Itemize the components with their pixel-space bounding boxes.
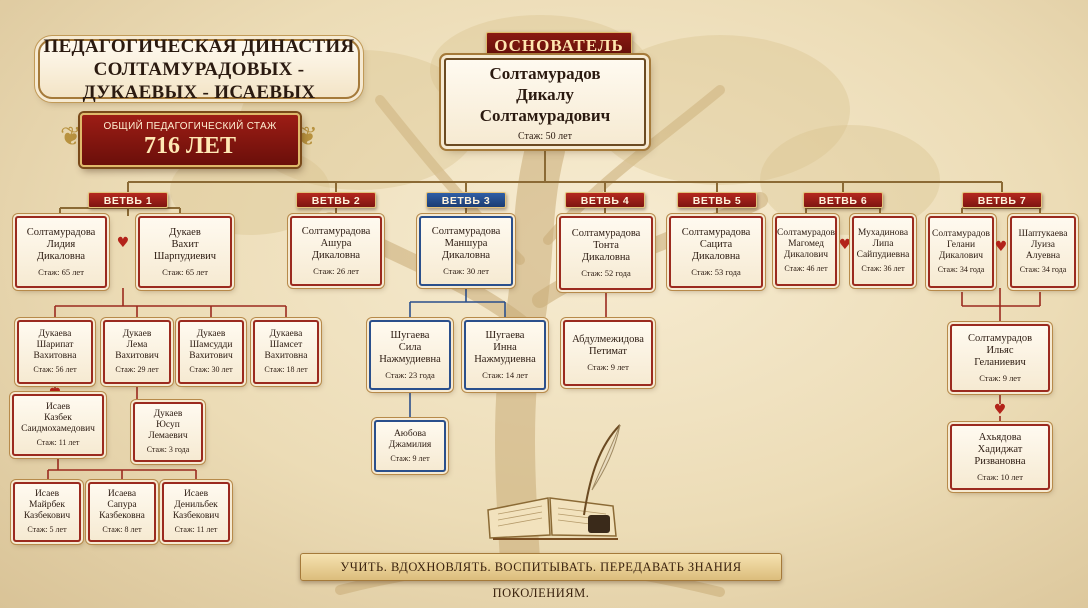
person-card: Солтамурадов Гелани Дикалович Стаж: 34 г… (928, 216, 994, 288)
person-card: Дукаев Шамсудди Вахитович Стаж: 30 лет (178, 320, 244, 384)
total-stazh-badge: ОБЩИЙ ПЕДАГОГИЧЕСКИЙ СТАЖ 716 ЛЕТ (80, 113, 300, 167)
person-card: Исаев Денильбек Казбекович Стаж: 11 лет (162, 482, 230, 542)
branch-label-1: ВЕТВЬ 1 (88, 192, 168, 208)
dynasty-title: ПЕДАГОГИЧЕСКАЯ ДИНАСТИЯ СОЛТАМУРАДОВЫХ -… (38, 36, 360, 103)
laurel-left-icon: ❦ (60, 122, 82, 152)
person-card: Абдулмежидова Петимат Стаж: 9 лет (563, 320, 653, 386)
person-card: Дукаева Шарипат Вахитовна Стаж: 56 лет (17, 320, 93, 384)
person-card: Солтамурадова Лидия Дикаловна Стаж: 65 л… (15, 216, 107, 288)
heart-icon: ♥ (994, 239, 1008, 255)
person-card: Исаева Сапура Казбековна Стаж: 8 лет (88, 482, 156, 542)
heart-icon: ♥ (838, 237, 852, 253)
heart-icon: ♥ (116, 235, 130, 251)
founder-node: Солтамурадов Дикалу Солтамурадович Стаж:… (444, 58, 646, 146)
person-card: Исаев Казбек Саидмохамедович Стаж: 11 ле… (12, 394, 104, 456)
branch-label-4: ВЕТВЬ 4 (565, 192, 645, 208)
person-card: Солтамурадова Тонта Дикаловна Стаж: 52 г… (559, 216, 653, 290)
heart-icon: ♥ (993, 402, 1007, 418)
person-card: Солтамурадова Сацита Дикаловна Стаж: 53 … (669, 216, 763, 288)
person-card: Ахьядова Хадиджат Ризвановна Стаж: 10 ле… (950, 424, 1050, 490)
quill-icon (583, 424, 621, 533)
person-card: Дукаев Лема Вахитович Стаж: 29 лет (103, 320, 171, 384)
person-card: Шугаева Инна Нажмудиевна Стаж: 14 лет (464, 320, 546, 390)
motto-banner: УЧИТЬ. ВДОХНОВЛЯТЬ. ВОСПИТЫВАТЬ. ПЕРЕДАВ… (300, 553, 782, 600)
branch-label-6: ВЕТВЬ 6 (803, 192, 883, 208)
person-card: Дукаев Вахит Шарпудиевич Стаж: 65 лет (138, 216, 232, 288)
founder-stazh: Стаж: 50 лет (518, 130, 572, 142)
founder-name-1: Солтамурадов (489, 63, 601, 83)
branch-label-5: ВЕТВЬ 5 (677, 192, 757, 208)
person-card: Дукаев Юсуп Лемаевич Стаж: 3 года (133, 402, 203, 462)
person-card: Шаптукаева Луиза Алуевна Стаж: 34 года (1010, 216, 1076, 288)
branch-label-2: ВЕТВЬ 2 (296, 192, 376, 208)
person-card: Солтамурадова Маншура Дикаловна Стаж: 30… (419, 216, 513, 286)
branch-label-3: ВЕТВЬ 3 (426, 192, 506, 208)
founder-ribbon: ОСНОВАТЕЛЬ (486, 32, 632, 60)
person-card: Солтамурадова Ашура Дикаловна Стаж: 26 л… (290, 216, 382, 286)
title-line-2: СОЛТАМУРАДОВЫХ - ДУКАЕВЫХ - ИСАЕВЫХ (82, 58, 316, 103)
person-card: Дукаева Шамсет Вахитовна Стаж: 18 лет (253, 320, 319, 384)
founder-name-2: Дикалу Солтамурадович (479, 84, 611, 125)
person-card: Мухадинова Липа Сайпудиевна Стаж: 36 лет (852, 216, 914, 286)
laurel-right-icon: ❦ (296, 122, 318, 152)
person-card: Аюбова Джамилия Стаж: 9 лет (374, 420, 446, 472)
person-card: Исаев Майрбек Казбекович Стаж: 5 лет (13, 482, 81, 542)
title-line-1: ПЕДАГОГИЧЕСКАЯ ДИНАСТИЯ (43, 35, 355, 57)
branch-label-7: ВЕТВЬ 7 (962, 192, 1042, 208)
total-stazh-label: ОБЩИЙ ПЕДАГОГИЧЕСКИЙ СТАЖ (103, 121, 277, 132)
person-card: Солтамурадов Магомед Дикалович Стаж: 46 … (775, 216, 837, 286)
person-card: Шугаева Сила Нажмудиевна Стаж: 23 года (369, 320, 451, 390)
total-stazh-value: 716 ЛЕТ (144, 133, 236, 159)
person-card: Солтамурадов Ильяс Геланиевич Стаж: 9 ле… (950, 324, 1050, 392)
